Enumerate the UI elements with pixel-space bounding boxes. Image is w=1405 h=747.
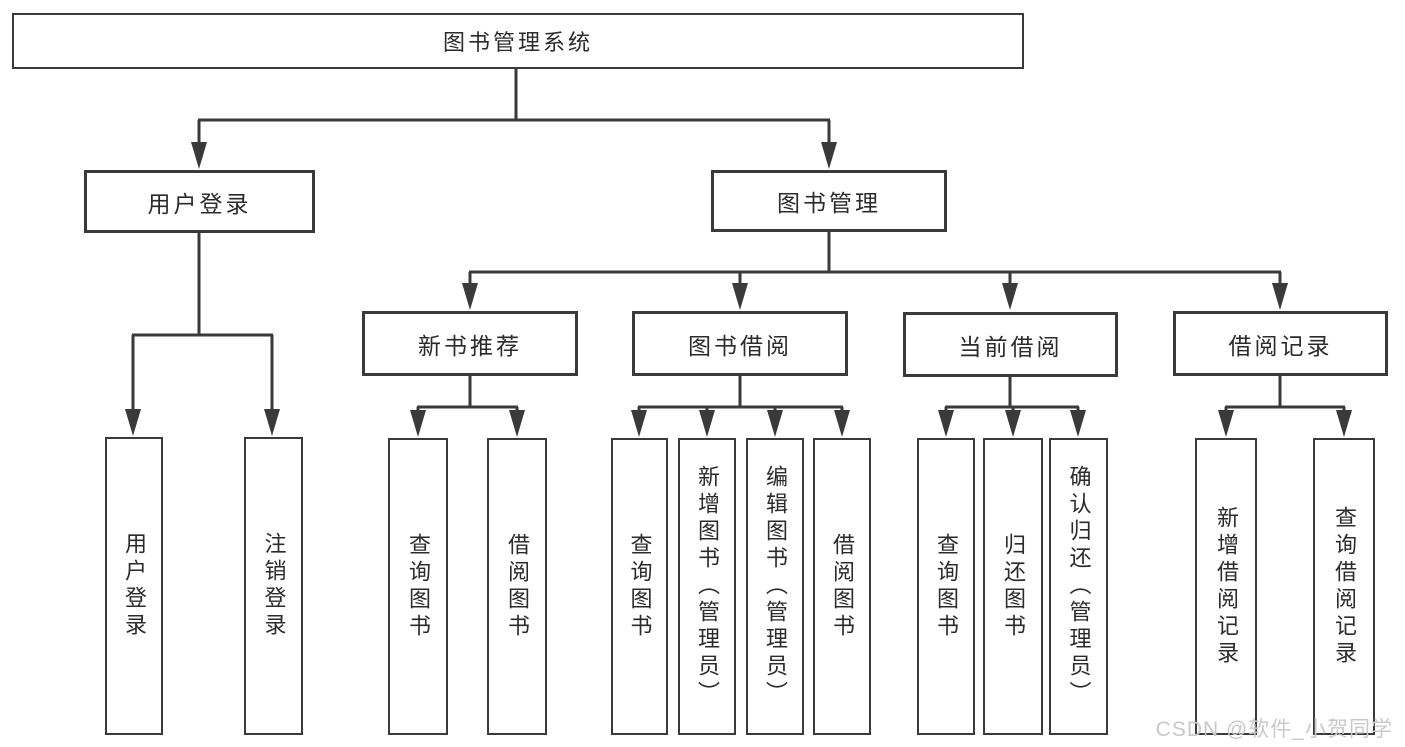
node-leaf-bb-add-book: 新增图书（管理员） [678, 438, 736, 735]
node-user-login: 用户登录 [84, 170, 315, 233]
node-leaf-cb-query-book: 查询图书 [917, 438, 975, 735]
node-leaf-cb-confirm-return: 确认归还（管理员） [1049, 438, 1108, 735]
node-leaf-user-login: 用户登录 [105, 437, 163, 735]
node-leaf-bb-borrow-book-label: 借阅图书 [830, 532, 855, 641]
node-leaf-br-query-record-label: 查询借阅记录 [1332, 505, 1357, 668]
node-leaf-nb-borrow-book-label: 借阅图书 [505, 532, 530, 641]
node-root: 图书管理系统 [12, 13, 1024, 69]
node-leaf-br-add-record: 新增借阅记录 [1195, 438, 1257, 735]
arrowheads [125, 142, 1352, 437]
node-leaf-user-login-label: 用户登录 [122, 532, 147, 640]
node-leaf-bb-edit-book: 编辑图书（管理员） [746, 438, 804, 735]
node-leaf-cb-query-book-label: 查询图书 [934, 532, 959, 641]
node-leaf-bb-query-book-label: 查询图书 [627, 532, 653, 641]
node-leaf-br-add-record-label: 新增借阅记录 [1214, 505, 1239, 668]
node-leaf-logout: 注销登录 [244, 437, 303, 735]
node-new-book-recommend-label: 新书推荐 [418, 332, 522, 359]
node-leaf-logout-label: 注销登录 [261, 532, 287, 640]
node-root-label: 图书管理系统 [442, 30, 593, 55]
node-borrow-records-label: 借阅记录 [1228, 332, 1333, 359]
node-leaf-bb-add-book-label: 新增图书（管理员） [695, 465, 720, 708]
node-book-borrow: 图书借阅 [632, 311, 848, 376]
node-leaf-bb-borrow-book: 借阅图书 [813, 438, 871, 735]
node-leaf-cb-return-book: 归还图书 [983, 438, 1043, 735]
node-leaf-cb-return-book-label: 归还图书 [1001, 532, 1026, 641]
csdn-watermark: CSDN @软件_小贺同学 [1155, 718, 1393, 741]
node-book-management-label: 图书管理 [777, 190, 881, 216]
node-user-login-label: 用户登录 [147, 190, 252, 217]
node-new-book-recommend: 新书推荐 [362, 311, 578, 376]
node-leaf-bb-edit-book-label: 编辑图书（管理员） [763, 465, 788, 708]
node-current-borrow-label: 当前借阅 [958, 333, 1063, 360]
node-book-management: 图书管理 [711, 170, 947, 232]
node-current-borrow: 当前借阅 [903, 312, 1118, 377]
node-leaf-bb-query-book: 查询图书 [611, 438, 668, 735]
node-book-borrow-label: 图书借阅 [688, 332, 792, 359]
node-leaf-nb-query-book-label: 查询图书 [406, 532, 431, 641]
node-borrow-records: 借阅记录 [1173, 311, 1388, 376]
node-leaf-cb-confirm-return-label: 确认归还（管理员） [1066, 465, 1092, 708]
node-leaf-nb-borrow-book: 借阅图书 [487, 438, 547, 735]
node-leaf-nb-query-book: 查询图书 [388, 438, 448, 735]
node-leaf-br-query-record: 查询借阅记录 [1313, 438, 1375, 735]
